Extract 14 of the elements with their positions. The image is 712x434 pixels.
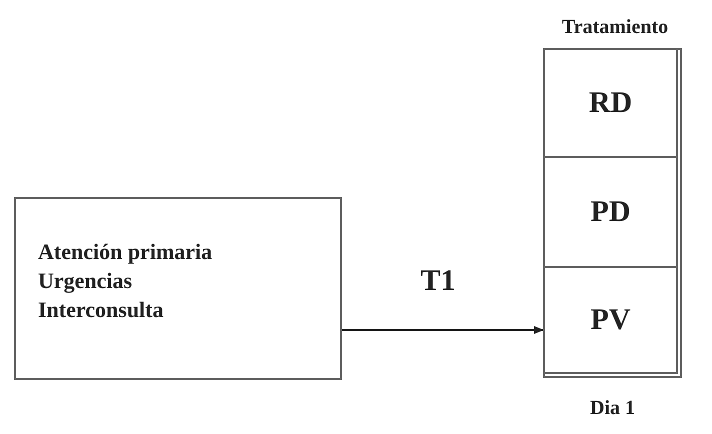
day-label: Dia 1 xyxy=(589,397,636,420)
edge-label: T1 xyxy=(420,264,456,298)
source-box xyxy=(14,197,342,380)
source-label: Interconsulta xyxy=(38,296,164,324)
treatment-cell xyxy=(543,158,678,268)
arrow xyxy=(342,326,544,334)
treatment-cell xyxy=(543,48,678,158)
source-label: Atención primaria xyxy=(38,238,212,266)
cell-label: PD xyxy=(590,195,630,229)
cell-label: PV xyxy=(590,303,630,337)
column-heading: Tratamiento xyxy=(560,16,670,39)
cell-label: RD xyxy=(588,86,632,120)
source-label: Urgencias xyxy=(38,267,134,295)
treatment-cell xyxy=(543,268,678,374)
